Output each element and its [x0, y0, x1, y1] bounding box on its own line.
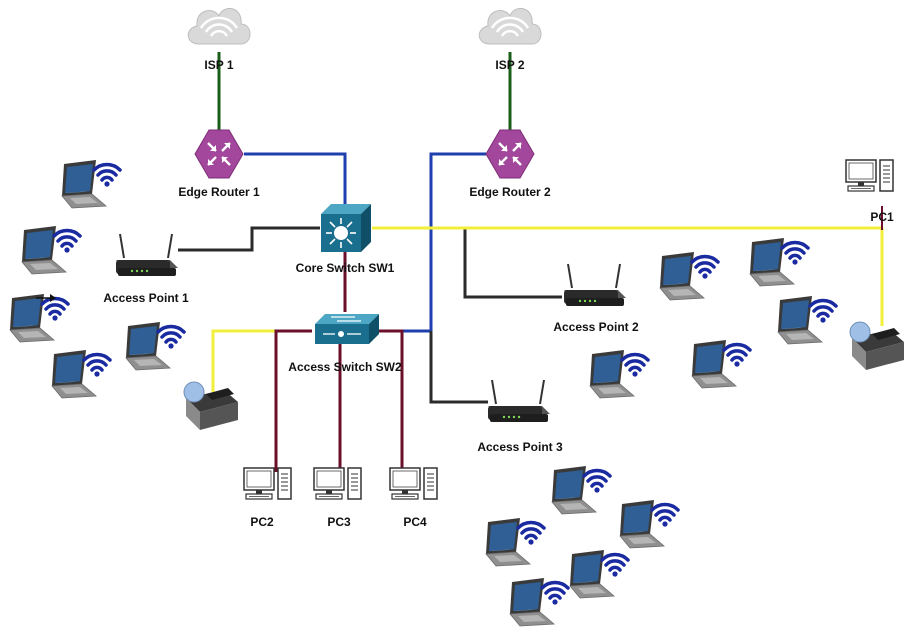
- laptop-icon: [550, 464, 612, 516]
- laptop-icon: [588, 348, 650, 400]
- laptop-icon: [8, 292, 70, 344]
- access-point-2-icon: [563, 263, 627, 307]
- laptop-icon: [50, 348, 112, 400]
- pc1-icon: [845, 159, 894, 192]
- isp1-label: ISP 1: [204, 58, 234, 72]
- edge-router-1-label: Edge Router 1: [178, 185, 260, 199]
- laptop-icon: [20, 224, 82, 276]
- link-router2-switches: [378, 152, 486, 333]
- laptop-icon: [690, 338, 752, 390]
- cursor-arrow-icon: [36, 294, 56, 302]
- pc3-label: PC3: [327, 515, 351, 529]
- access-point-1-icon: [115, 233, 179, 277]
- link-ap1-core: [178, 226, 320, 252]
- access-switch-label: Access Switch SW2: [288, 360, 402, 374]
- laptop-icon: [776, 294, 838, 346]
- pc4-label: PC4: [403, 515, 427, 529]
- link-access-pc4: [378, 329, 404, 472]
- edge-router-2-label: Edge Router 2: [469, 185, 551, 199]
- link-ap3-switch: [429, 331, 488, 404]
- edge-router-2-icon: [484, 128, 536, 180]
- core-switch-icon: [320, 203, 372, 253]
- pc2-label: PC2: [250, 515, 274, 529]
- access-switch-icon: [314, 313, 380, 345]
- access-point-3-label: Access Point 3: [477, 440, 563, 454]
- isp2-cloud-icon: [477, 7, 543, 46]
- link-router1-core: [244, 152, 347, 204]
- link-access-pc2: [274, 329, 312, 472]
- printer-right-icon: [849, 321, 905, 371]
- laptop-icon: [658, 250, 720, 302]
- laptop-icon: [60, 158, 122, 210]
- laptop-icon: [124, 320, 186, 372]
- edge-router-1-icon: [193, 128, 245, 180]
- printer-left-icon: [183, 381, 239, 431]
- isp2-label: ISP 2: [495, 58, 525, 72]
- laptop-icon: [484, 516, 546, 568]
- pc4-icon: [389, 467, 438, 500]
- access-point-2-label: Access Point 2: [553, 320, 639, 334]
- pc3-icon: [313, 467, 362, 500]
- access-point-3-icon: [487, 379, 551, 423]
- pc2-icon: [243, 467, 292, 500]
- core-switch-label: Core Switch SW1: [295, 261, 395, 275]
- laptop-icon: [618, 498, 680, 550]
- link-ap2-core: [463, 228, 562, 299]
- access-point-1-label: Access Point 1: [103, 291, 189, 305]
- pc1-label: PC1: [870, 210, 894, 224]
- laptop-icon: [568, 548, 630, 600]
- isp1-cloud-icon: [186, 7, 252, 46]
- laptop-icon: [748, 236, 810, 288]
- laptop-icon: [508, 576, 570, 628]
